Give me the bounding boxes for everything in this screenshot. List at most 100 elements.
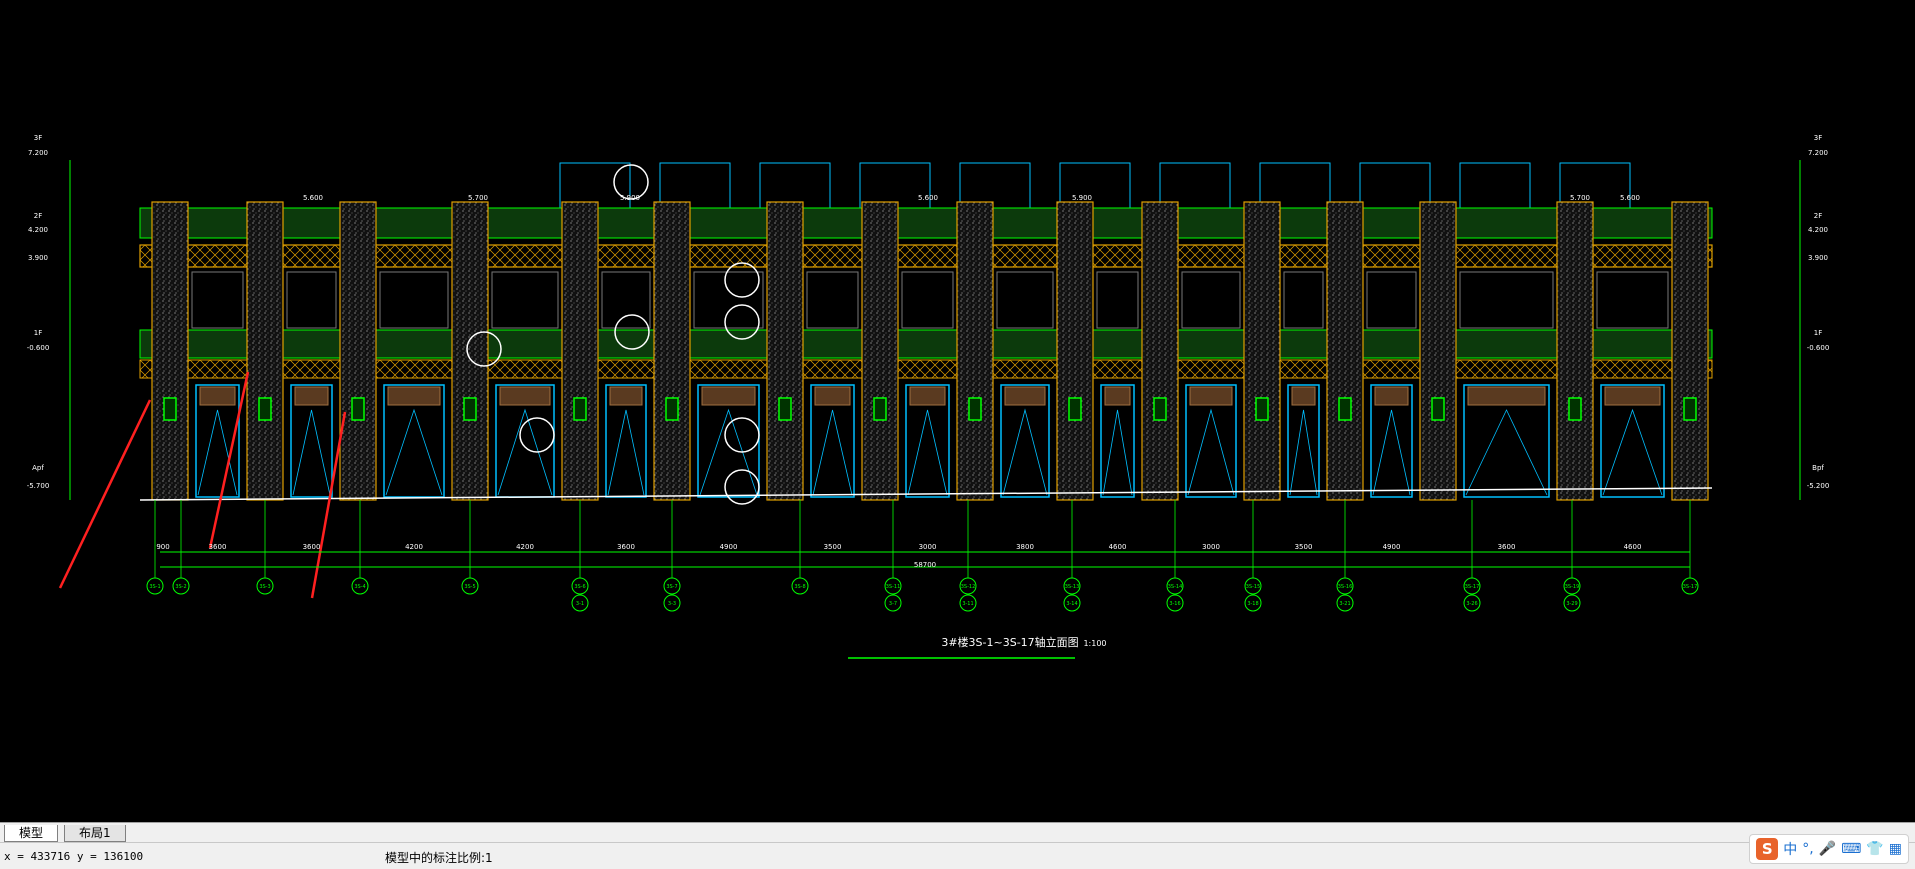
right-level-label: -0.600 [1807,344,1830,352]
punctuation-toggle[interactable]: °, [1802,841,1814,857]
axis-sub-bubble [1463,594,1481,612]
axis-sub-bubble [959,594,977,612]
door-shutter [701,386,756,406]
axis-label: 3S-6 [574,584,585,590]
axis-label: 3S-8 [794,584,805,590]
floor2-window [491,271,559,329]
annotation-arrow [58,399,152,589]
left-level-label: 1F [34,329,42,337]
total-dimension-text: 58700 [914,561,936,569]
axis-sub-label: 3-7 [889,601,897,607]
wall-lamp [1431,397,1445,421]
axis-label: 3S-12 [961,584,976,590]
tab-model[interactable]: 模型 [4,825,59,842]
right-level-label: 2F [1814,212,1822,220]
floor2-window [1181,271,1241,329]
stone-column [339,201,377,501]
elevation-mark: 5.900 [620,194,640,202]
stone-column [1141,201,1179,501]
wall-lamp [1683,397,1697,421]
detail-callout [724,417,760,453]
floor2-window [806,271,859,329]
dimension-text: 4200 [516,543,534,551]
dimension-text: 4900 [720,543,738,551]
axis-label: 3S-11 [886,584,901,590]
axis-label: 3S-13 [1065,584,1080,590]
stone-column [861,201,899,501]
axis-sub-bubble [663,594,681,612]
floor2-window [1596,271,1669,329]
upper-window [1359,162,1431,209]
door-swing [497,408,553,496]
axis-bubble [146,577,164,595]
axis-bubble [571,577,589,595]
axis-label: 3S-1 [149,584,160,590]
upper-window [759,162,831,209]
right-level-label: 4.200 [1808,226,1828,234]
axis-bubble [1166,577,1184,595]
wall-lamp [1338,397,1352,421]
dimension-text: 3500 [1295,543,1313,551]
left-level-label: 2F [34,212,42,220]
mic-icon[interactable]: 🎤 [1818,841,1837,857]
wall-lamp [573,397,587,421]
left-level-label: -5.700 [27,482,50,490]
door-swing [292,409,331,496]
axis-sub-bubble [884,594,902,612]
axis-label: 3S-14 [1168,584,1183,590]
upper-window [1259,162,1331,209]
axis-sub-bubble [1336,594,1354,612]
axis-label: 3S-3 [259,584,270,590]
axis-sub-label: 3-26 [1466,601,1477,607]
axis-sub-bubble [1166,594,1184,612]
elevation-mark: 5.600 [303,194,323,202]
grid-icon[interactable]: ▦ [1888,841,1902,857]
door-swing [385,408,443,496]
ime-toolbar: S 中 °, 🎤 ⌨ 👕 ▦ [1749,834,1909,864]
axis-label: 3S-15 [1246,584,1261,590]
axis-sub-label: 3-3 [668,601,676,607]
left-level-label: -0.600 [27,344,50,352]
wall-lamp [1068,397,1082,421]
door-swing [607,409,645,496]
left-level-label: Apf [32,464,44,472]
door-shutter [1104,386,1131,406]
tab-layout1[interactable]: 布局1 [64,825,126,842]
detail-callout [724,304,760,340]
sogou-logo-icon[interactable]: S [1756,838,1779,860]
layout-tabs: 模型 布局1 [0,822,1915,843]
axis-label: 3S-2 [175,584,186,590]
wall-lamp [463,397,477,421]
axis-sub-label: 3-21 [1339,601,1350,607]
language-toggle[interactable]: 中 [1783,842,1798,858]
left-level-label: 4.200 [28,226,48,234]
wall-lamp [778,397,792,421]
stone-column [1671,201,1709,501]
left-level-label: 3.900 [28,254,48,262]
right-level-label: 7.200 [1808,149,1828,157]
axis-bubble [172,577,190,595]
floor2-window [286,271,337,329]
stone-column [246,201,284,501]
stone-column [1556,201,1594,501]
drawing-scale: 1:100 [1083,639,1106,648]
elevation-mark: 5.700 [1570,194,1590,202]
shirt-icon[interactable]: 👕 [1866,841,1884,857]
wall-lamp [1255,397,1269,421]
stone-column [766,201,804,501]
axis-bubble [256,577,274,595]
dimension-text: 4600 [1624,543,1642,551]
dimension-text: 3500 [824,543,842,551]
elevation-mark: 5.600 [1620,194,1640,202]
keyboard-icon[interactable]: ⌨ [1841,841,1862,857]
axis-bubble [791,577,809,595]
door-swing [699,408,758,496]
axis-sub-bubble [571,594,589,612]
door-shutter [1374,386,1409,406]
right-level-label: -5.200 [1807,482,1830,490]
axis-bubble [1681,577,1699,595]
door-swing [1465,409,1548,496]
right-level-label: 3.900 [1808,254,1828,262]
elevation-mark: 5.700 [468,194,488,202]
